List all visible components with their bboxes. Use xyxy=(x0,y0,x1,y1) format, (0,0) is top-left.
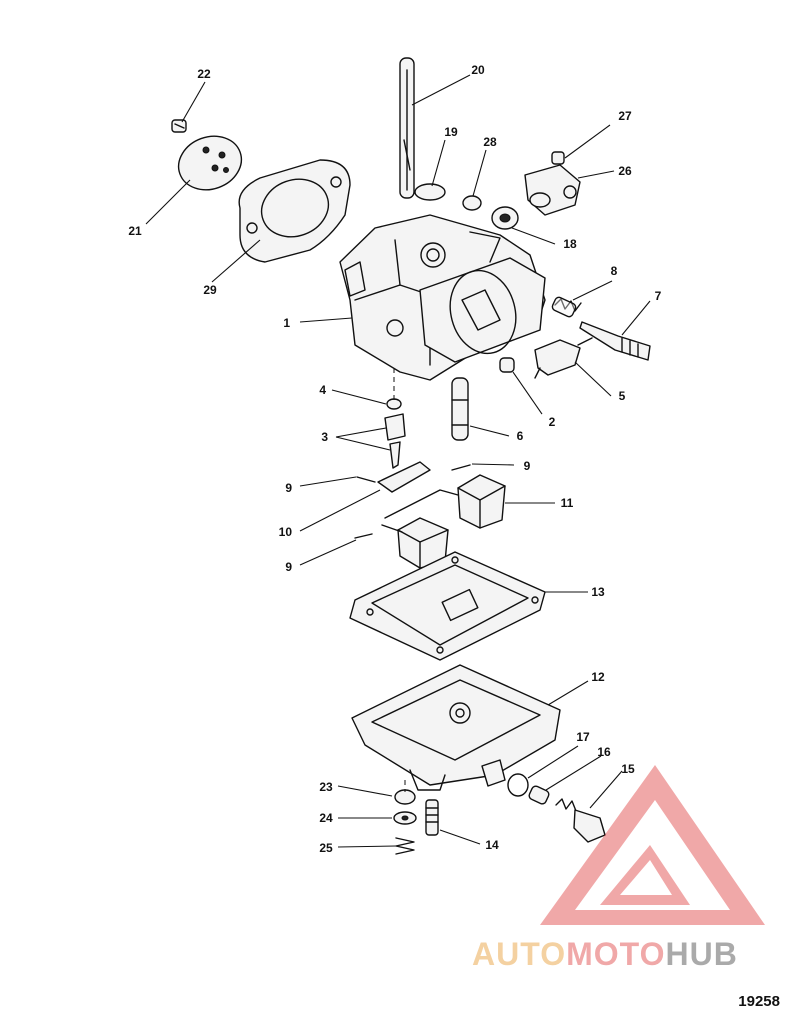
automotohub-watermark: AUTOMOTOHUB xyxy=(472,765,765,972)
part-27-screw xyxy=(551,151,565,165)
part-3-needle-valve xyxy=(384,413,406,469)
part-6-pump-plunger xyxy=(451,377,469,441)
part-throttle-shaft xyxy=(399,57,415,199)
callout-23: 23 xyxy=(319,780,333,794)
callout-11: 11 xyxy=(561,496,574,510)
watermark-text-hub: HUB xyxy=(665,936,737,972)
part-26-lever xyxy=(524,164,581,216)
callout-12: 12 xyxy=(591,670,605,684)
callout-4: 4 xyxy=(319,383,326,397)
callout-24: 24 xyxy=(319,811,333,825)
callout-15: 15 xyxy=(621,762,635,776)
callout-14: 14 xyxy=(485,838,499,852)
watermark-text-auto: AUTO xyxy=(472,936,566,972)
callout-29: 29 xyxy=(203,283,217,297)
part-16-jet xyxy=(528,785,550,805)
watermark-logo-triangle xyxy=(540,765,765,925)
callout-17: 17 xyxy=(576,730,590,744)
callout-19: 19 xyxy=(444,125,458,139)
callout-22: 22 xyxy=(197,67,211,81)
part-10-float-lever xyxy=(377,461,431,493)
callout-26: 26 xyxy=(618,164,632,178)
callout-9a: 9 xyxy=(285,481,292,495)
part-7-needle xyxy=(579,321,651,361)
callout-9b: 9 xyxy=(524,459,531,473)
watermark-text-moto: MOTO xyxy=(566,936,665,972)
callout-18: 18 xyxy=(563,237,577,251)
callout-6: 6 xyxy=(517,429,524,443)
part-22-screw xyxy=(171,119,187,133)
callout-2: 2 xyxy=(549,415,556,429)
callout-3: 3 xyxy=(321,430,328,444)
part-21-cover-plate xyxy=(177,135,243,191)
part-1-carburetor-body xyxy=(339,214,546,381)
part-9-pin-b xyxy=(451,464,471,471)
reference-number: 19258 xyxy=(738,993,780,1010)
part-11-float-assembly xyxy=(381,474,506,569)
callout-27: 27 xyxy=(618,109,632,123)
part-12-float-bowl xyxy=(351,664,561,791)
part-2-screw xyxy=(499,357,515,373)
callout-9c: 9 xyxy=(285,560,292,574)
callout-20: 20 xyxy=(471,63,485,77)
part-15-plug xyxy=(555,798,606,843)
part-19-disc xyxy=(414,183,446,201)
callout-13: 13 xyxy=(591,585,605,599)
part-8-spring xyxy=(551,296,582,318)
part-9-pin-a xyxy=(356,476,376,483)
callout-5: 5 xyxy=(619,389,626,403)
part-23-washer xyxy=(394,789,416,805)
callout-1: 1 xyxy=(283,316,290,330)
part-4-washer xyxy=(386,398,402,410)
callout-16: 16 xyxy=(597,745,611,759)
callout-10: 10 xyxy=(279,525,293,539)
part-29-gasket xyxy=(238,159,351,263)
part-13-bowl-gasket xyxy=(349,551,546,661)
callout-8: 8 xyxy=(611,264,618,278)
callout-25: 25 xyxy=(319,841,333,855)
part-14-screw xyxy=(425,799,439,836)
part-9-pin-c xyxy=(354,533,373,539)
callout-7: 7 xyxy=(655,289,662,303)
svg-text:AUTOMOTOHUB: AUTOMOTOHUB xyxy=(472,936,738,972)
part-5-cam xyxy=(534,337,593,379)
leader-lines xyxy=(145,74,651,848)
part-18-disc xyxy=(491,206,519,230)
callout-28: 28 xyxy=(483,135,497,149)
part-17-o-ring xyxy=(507,773,529,797)
part-25-spring xyxy=(395,837,415,855)
part-28-plug xyxy=(462,195,482,211)
callout-labels: 1 2 3 4 5 6 7 8 9 9 9 10 11 12 13 14 15 … xyxy=(128,63,661,855)
callout-21: 21 xyxy=(128,224,142,238)
